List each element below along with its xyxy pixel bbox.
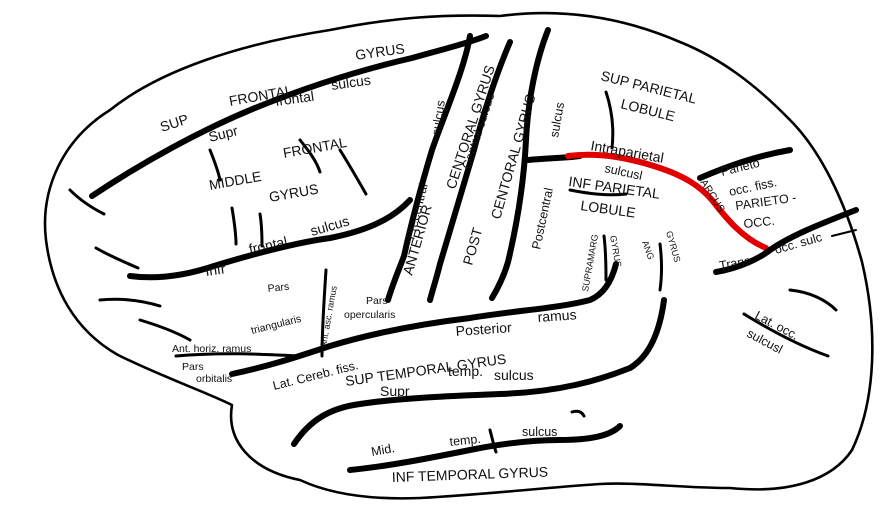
inferior-temporal-furrow [488,428,498,454]
label-lobule-inf: LOBULE [580,197,637,221]
superior-temporal-sulcus [291,297,667,447]
superior-parietal-furrow [604,90,615,150]
label-inf-temporal-gyrus: INF TEMPORAL GYRUS [392,464,549,485]
middle-frontal-furrow-3 [338,148,368,196]
temporal-notch [570,409,586,418]
supramarginal-furrow [602,234,608,282]
precentral-sulcus [385,33,473,303]
brain-outline [43,11,874,500]
label-trans: Trans [718,254,751,273]
label-ant-horiz-ramus: Ant. horiz. ramus [172,343,251,355]
label-supr-temp: Supr [380,383,410,399]
frontal-furrow-6 [94,246,140,270]
frontal-pole-furrow [68,188,106,216]
parieto-occipital-fissure [697,147,793,181]
label-pars-orb: Pars [182,361,204,373]
transverse-occipital-sulcus [713,207,859,275]
label-sulcus-top: sulcus [330,72,372,93]
occipital-furrow-1 [742,312,830,358]
inferior-frontal-sulcus [127,197,413,281]
label-orbitalis: orbitalis [196,373,232,385]
occipital-furrow-2 [788,288,838,312]
anterior-horizontal-ramus [174,352,302,358]
label-infr: Infr [204,260,227,279]
superior-frontal-sulcus [89,33,489,199]
orbital-furrow-2 [138,318,192,342]
label-occ: OCC. [743,214,776,231]
frontal-furrow-5 [230,206,238,246]
label-sulcus-post: sulcus [547,101,567,138]
label-opercularis: opercularis [344,309,395,321]
label-temp-sup: temp. [448,363,483,379]
label-precentral-sulcus: sulcus [429,99,448,136]
intraparietal-arcus-highlight [565,151,769,251]
middle-frontal-furrow-2 [298,138,322,174]
label-mid: Mid. [370,441,396,459]
label-temp-mid: temp. [449,432,482,449]
angular-furrow [658,242,663,292]
central-sulcus [427,39,513,303]
middle-temporal-sulcus [347,423,623,473]
inf-parietal-furrow [568,188,628,197]
orbital-furrow [98,297,162,308]
label-ramus: ramus [537,306,577,325]
label-pars-operc: Pars [366,295,388,307]
label-sulcus-mid: sulcus [522,425,557,439]
label-gyrus-top: GYRUS [354,40,406,63]
label-sulcus-temp: sulcus [494,367,534,383]
occ-sulc-tick [831,229,857,237]
label-supr: Supr [207,122,240,145]
label-frontal-lower: frontal [274,88,315,109]
anterior-ascending-ramus [320,268,328,358]
middle-frontal-furrow-1 [208,148,222,182]
postcentral-sulcus [489,27,551,301]
frontal-furrow-4 [258,212,264,248]
label-pars-tri: Pars [267,281,290,295]
label-posterior: Posterior [455,319,512,339]
label-frontal-infr: frontal [247,233,288,257]
